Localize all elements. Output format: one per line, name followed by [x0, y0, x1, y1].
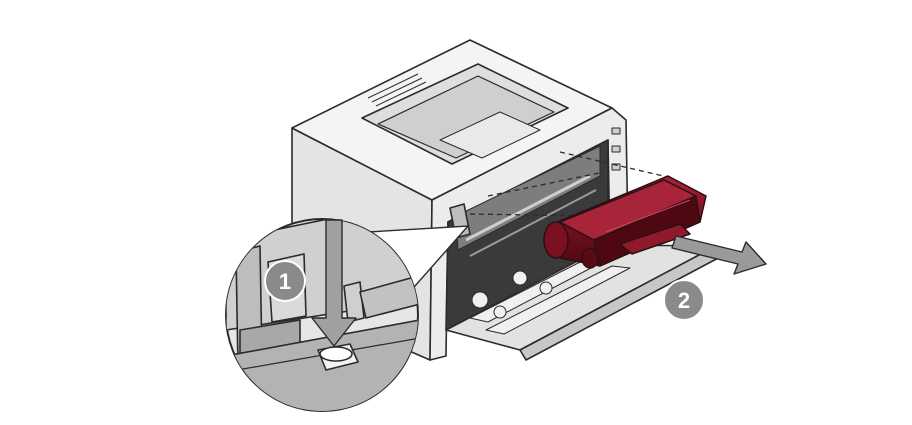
toner-cartridge	[543, 175, 707, 269]
vent-grill	[367, 73, 427, 107]
step-2-badge: 2	[663, 279, 705, 321]
pull-out-arrow-icon	[671, 235, 767, 275]
step-1-badge: 1	[264, 260, 306, 302]
cartridge-handle	[619, 223, 691, 255]
step-1-number: 1	[279, 269, 291, 294]
step-2-number: 2	[678, 288, 690, 313]
press-down-arrow-icon	[311, 219, 357, 347]
printer-front-frame	[429, 107, 629, 361]
callout-magnifier	[225, 218, 419, 412]
